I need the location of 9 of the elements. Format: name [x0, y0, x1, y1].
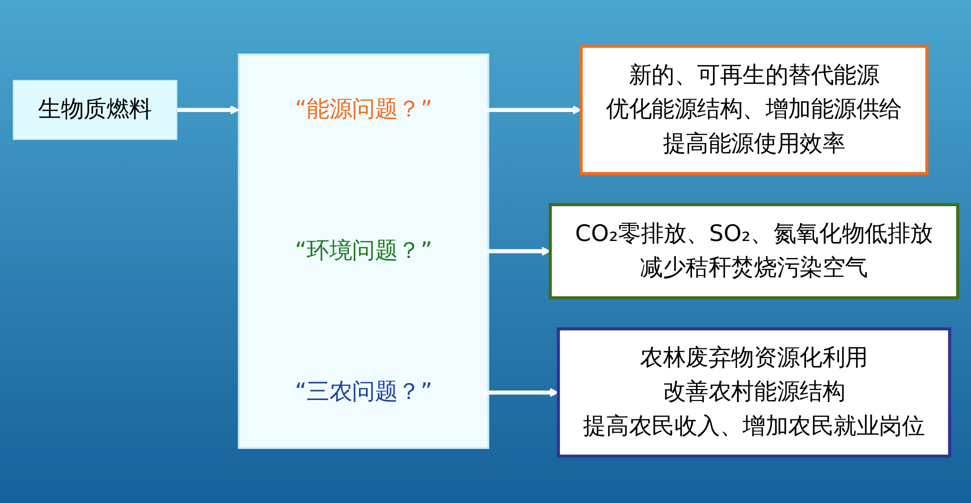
arrow [176, 106, 240, 115]
node-box: 生物质燃料 [12, 80, 178, 140]
node-text: “三农问题？” [294, 380, 432, 406]
node-text: “环境问题？” [294, 238, 432, 264]
node-box: 新的、可再生的替代能源 优化能源结构、增加能源供给 提高能源使用效率 [580, 45, 928, 176]
node-box: CO₂零排放、SO₂、氮氧化物低排放 减少秸秆焚烧污染空气 [548, 203, 960, 300]
node-box: 农林废弃物资源化利用 改善农村能源结构 提高农民收入、增加农民就业岗位 [556, 328, 952, 458]
cluster [238, 54, 490, 450]
node-text: “能源问题？” [294, 97, 432, 124]
